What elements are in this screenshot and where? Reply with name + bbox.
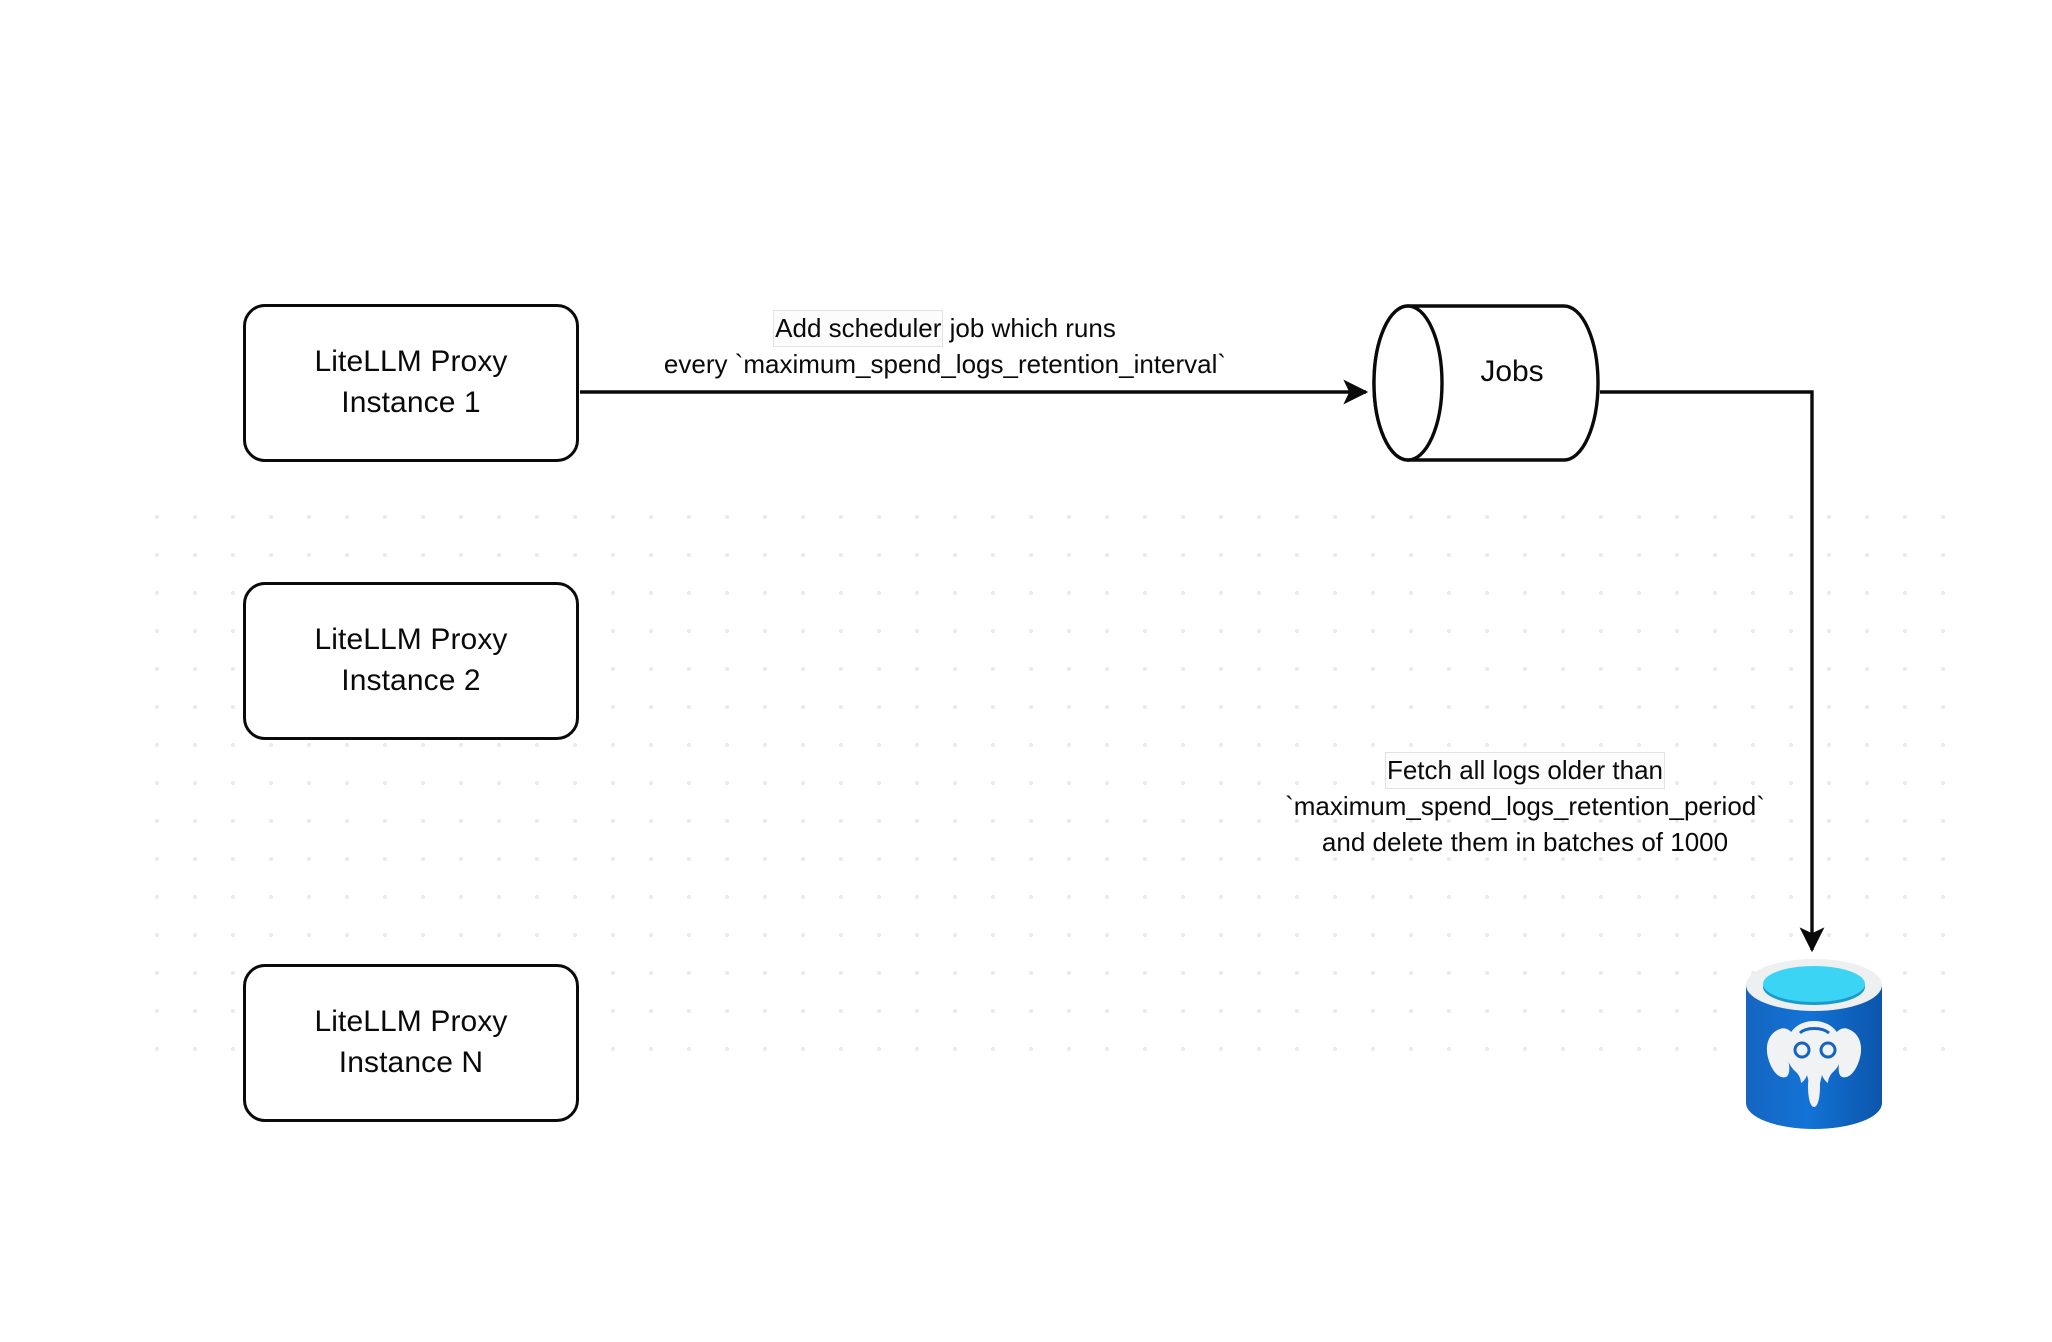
- node-label-line2: Instance 1: [341, 386, 481, 419]
- node-label-line2: Instance N: [338, 1046, 484, 1079]
- edge-label-fetch: Fetch all logs older than `maximum_spend…: [1230, 752, 1820, 860]
- node-litellm-proxy-instance-1[interactable]: LiteLLM Proxy Instance 1: [243, 304, 579, 462]
- node-label-line1: LiteLLM Proxy: [314, 345, 508, 379]
- edge-label-scheduler-line1: Add scheduler job which runs: [600, 310, 1290, 348]
- node-label-line2: Instance 2: [341, 664, 481, 697]
- cylinder-cap: [1372, 304, 1444, 462]
- node-jobs-label: Jobs: [1480, 355, 1544, 388]
- db-top-surface: [1763, 966, 1865, 1002]
- node-jobs-cylinder[interactable]: [1372, 304, 1600, 462]
- edge-jobs-to-database: [1600, 390, 1825, 953]
- edge-label-scheduler-line1-rest: job which runs: [942, 313, 1116, 343]
- elephant-icon: [1766, 1021, 1862, 1107]
- edge-label-fetch-line1-wrap: Fetch all logs older than: [1230, 752, 1820, 790]
- elephant-detail: [1793, 1027, 1837, 1059]
- edge-label-fetch-line2: `maximum_spend_logs_retention_period`: [1285, 791, 1765, 822]
- node-litellm-proxy-instance-2[interactable]: LiteLLM Proxy Instance 2: [243, 582, 579, 740]
- selection-highlight: Fetch all logs older than: [1384, 752, 1666, 790]
- node-label-line1: LiteLLM Proxy: [314, 623, 508, 657]
- selection-highlight: Add scheduler: [773, 310, 944, 348]
- edge-label-scheduler-line2: every `maximum_spend_logs_retention_inte…: [663, 349, 1227, 380]
- postgresql-database-icon[interactable]: [1740, 955, 1888, 1135]
- node-litellm-proxy-instance-n[interactable]: LiteLLM Proxy Instance N: [243, 964, 579, 1122]
- node-label-line1: LiteLLM Proxy: [314, 1005, 508, 1039]
- edge-label-scheduler: Add scheduler job which runs every `maxi…: [600, 310, 1290, 383]
- edge-label-fetch-line3: and delete them in batches of 1000: [1321, 826, 1729, 857]
